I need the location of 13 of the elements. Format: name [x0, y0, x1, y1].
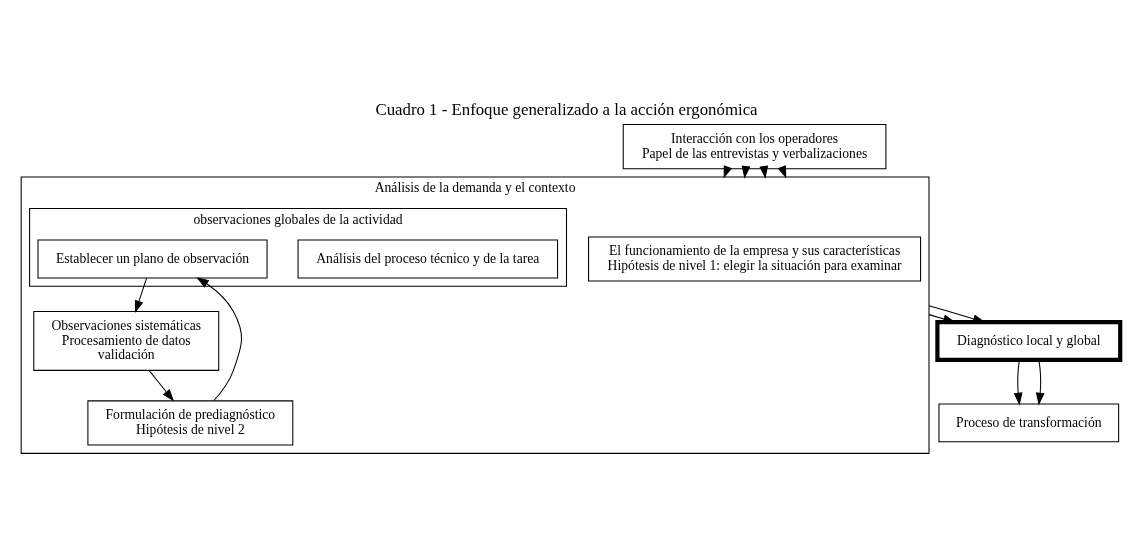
node-box: Diagnóstico local y global	[935, 319, 1123, 362]
node-box: El funcionamiento de la empresa y sus características Hipótesis de nivel 1: elegir la situación para examinar	[588, 236, 922, 282]
node-box: Observaciones sistemáticas Procesamiento de datos validación	[33, 311, 220, 371]
arrow	[148, 369, 175, 402]
node-box: Proceso de transformación	[938, 403, 1120, 443]
arrow	[196, 277, 243, 402]
node-box: Análisis del proceso técnico y de la tarea	[297, 239, 559, 279]
arrow	[1035, 359, 1045, 406]
node-box: Formulación de prediagnóstico Hipótesis de nivel 2	[87, 400, 294, 446]
arrow	[134, 277, 148, 314]
node-box: Establecer un plano de observación	[37, 239, 268, 279]
diagram-title: Cuadro 1 - Enfoque generalizado a la acción ergonómica	[375, 99, 758, 119]
arrow	[1013, 359, 1023, 406]
